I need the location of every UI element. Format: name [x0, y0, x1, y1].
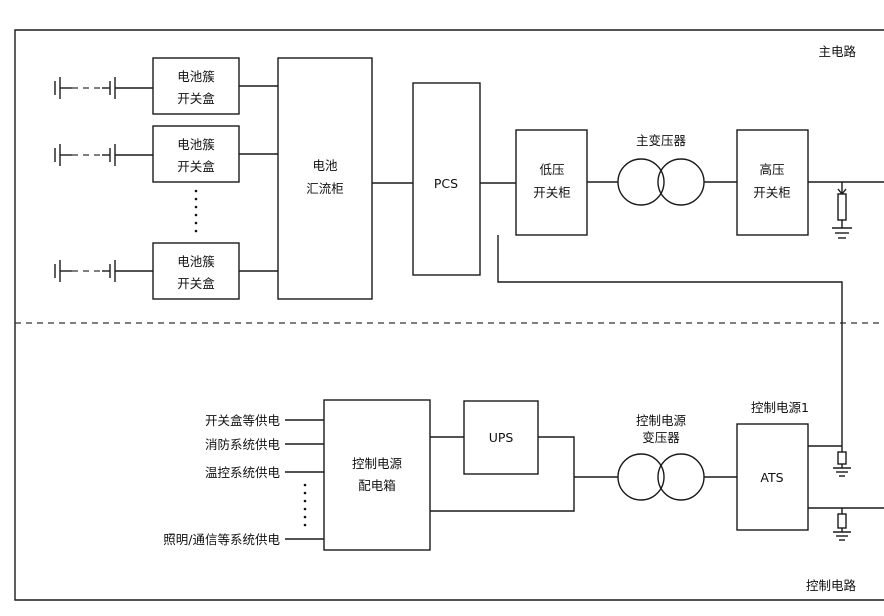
ups-box: UPS [463, 400, 539, 475]
ellipsis-dots-clusters [194, 189, 198, 233]
wire-lv-to-control-power [497, 235, 843, 446]
svg-text:汇流柜: 汇流柜 [306, 181, 344, 196]
battery-symbol-3 [54, 260, 153, 282]
svg-text:低压: 低压 [539, 162, 564, 177]
svg-text:电池簇: 电池簇 [177, 137, 215, 152]
load-label-4: 照明/通信等系统供电 [163, 532, 280, 547]
svg-text:电池簇: 电池簇 [177, 69, 215, 84]
control-circuit-label: 控制电路 [806, 578, 857, 593]
ellipsis-dots-loads [303, 483, 307, 527]
svg-text:电池簇: 电池簇 [177, 254, 215, 269]
svg-text:控制电源: 控制电源 [352, 456, 403, 471]
svg-text:开关柜: 开关柜 [753, 185, 791, 200]
svg-text:控制电源: 控制电源 [636, 413, 687, 428]
svg-text:PCS: PCS [434, 176, 458, 191]
hv-switchgear: 高压 开关柜 [736, 129, 809, 236]
svg-text:开关盒: 开关盒 [177, 159, 215, 174]
ground-arrester-icon [832, 182, 852, 239]
main-transformer-label: 主变压器 [636, 133, 687, 148]
svg-text:开关柜: 开关柜 [533, 185, 571, 200]
pcs-box: PCS [412, 82, 481, 276]
load-label-1: 开关盒等供电 [205, 413, 281, 428]
battery-symbol-2 [54, 144, 153, 166]
load-label-3: 温控系统供电 [205, 465, 281, 480]
svg-text:高压: 高压 [759, 162, 784, 177]
main-transformer: 主变压器 [617, 133, 705, 206]
svg-text:开关盒: 开关盒 [177, 276, 215, 291]
ground-arrester-icon [833, 508, 851, 541]
cluster-switch-box-1: 电池簇 开关盒 [152, 57, 240, 115]
wire-bypass-bus [430, 477, 575, 512]
svg-text:配电箱: 配电箱 [358, 478, 396, 493]
svg-text:开关盒: 开关盒 [177, 91, 215, 106]
outer-frame [14, 29, 884, 601]
cluster-switch-box-2: 电池簇 开关盒 [152, 125, 240, 183]
cluster-switch-box-3: 电池簇 开关盒 [152, 242, 240, 300]
battery-symbol-1 [54, 77, 153, 99]
main-circuit-label: 主电路 [818, 44, 856, 59]
lv-switchgear: 低压 开关柜 [515, 129, 588, 236]
ground-arrester-icon [833, 446, 851, 477]
wire-ups-bus [538, 436, 575, 477]
svg-text:ATS: ATS [760, 470, 783, 485]
battery-combiner-cabinet: 电池 汇流柜 [277, 57, 373, 300]
svg-text:电池: 电池 [312, 158, 338, 173]
svg-text:变压器: 变压器 [642, 430, 680, 445]
control-power-1-label: 控制电源1 [751, 400, 809, 415]
svg-text:UPS: UPS [489, 430, 514, 445]
load-label-2: 消防系统供电 [205, 437, 281, 452]
control-power-distribution-box: 控制电源 配电箱 [323, 399, 431, 551]
ats-box: ATS [736, 423, 809, 531]
control-power-transformer: 控制电源 变压器 [617, 413, 705, 501]
